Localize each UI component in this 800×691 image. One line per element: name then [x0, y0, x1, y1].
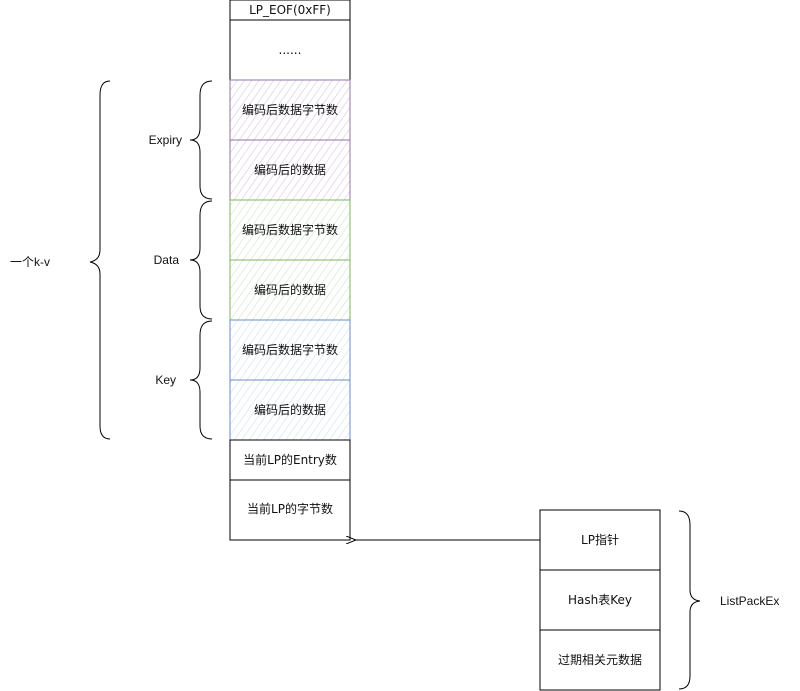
key-brace: [189, 320, 213, 440]
byte-count-label: 当前LP的字节数: [247, 501, 333, 516]
key-bytes-cell: 编码后数据字节数: [229, 319, 351, 381]
expiry-group-label: Expiry: [149, 133, 182, 147]
data-bytes-cell: 编码后数据字节数: [229, 199, 351, 261]
expiry-brace: [189, 80, 213, 200]
kv-brace: [89, 80, 111, 440]
key-group-label: Key: [155, 373, 176, 387]
lp-pointer-cell: LP指针: [539, 509, 661, 571]
listpackex-brace: [678, 510, 701, 690]
data-data-label: 编码后的数据: [254, 282, 326, 297]
data-bytes-label: 编码后数据字节数: [242, 222, 338, 237]
hash-key-label: Hash表Key: [568, 593, 632, 607]
data-data-cell: 编码后的数据: [229, 259, 351, 321]
ellipsis-cell: ......: [229, 19, 351, 81]
expiry-meta-cell: 过期相关元数据: [539, 629, 661, 691]
expiry-data-cell: 编码后的数据: [229, 139, 351, 201]
expiry-meta-label: 过期相关元数据: [558, 652, 642, 667]
hash-key-cell: Hash表Key: [539, 569, 661, 631]
listpackex-label: ListPackEx: [720, 594, 779, 608]
key-data-cell: 编码后的数据: [229, 379, 351, 441]
key-data-label: 编码后的数据: [254, 402, 326, 417]
expiry-bytes-cell: 编码后数据字节数: [229, 79, 351, 141]
kv-group-label: 一个k-v: [10, 255, 50, 269]
key-bytes-label: 编码后数据字节数: [242, 342, 338, 357]
data-group-label: Data: [154, 253, 180, 267]
lp-pointer-label: LP指针: [581, 532, 619, 547]
expiry-bytes-label: 编码后数据字节数: [242, 102, 338, 117]
data-brace: [189, 200, 213, 320]
entry-count-cell: 当前LP的Entry数: [229, 439, 351, 481]
ellipsis-label: ......: [279, 43, 302, 57]
byte-count-cell: 当前LP的字节数: [229, 479, 351, 541]
expiry-data-label: 编码后的数据: [254, 162, 326, 177]
eof-label: LP_EOF(0xFF): [249, 3, 331, 17]
eof-cell: LP_EOF(0xFF): [229, 0, 351, 21]
entry-count-label: 当前LP的Entry数: [243, 452, 337, 467]
